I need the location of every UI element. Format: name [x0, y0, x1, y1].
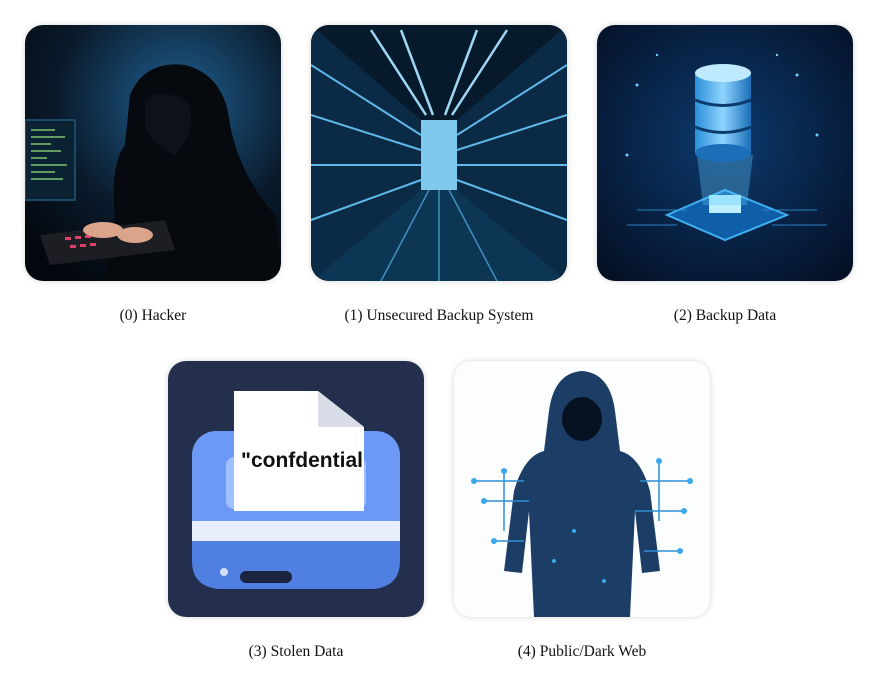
database-icon — [597, 25, 853, 281]
stolen-data-image: "confdential — [168, 361, 424, 617]
document-text: "confdential — [241, 449, 363, 472]
server-corridor-icon — [311, 25, 567, 281]
drive-document-icon: "confdential — [168, 361, 424, 617]
dark-web-image — [454, 361, 710, 617]
server-corridor-image — [311, 25, 567, 281]
caption-backup-data: (2) Backup Data — [673, 307, 777, 324]
hacker-image — [25, 25, 281, 281]
digital-figure-icon — [454, 361, 710, 617]
caption-public-dark-web: (4) Public/Dark Web — [517, 643, 647, 660]
backup-data-image — [597, 25, 853, 281]
caption-hacker: (0) Hacker — [119, 307, 187, 324]
caption-stolen-data: (3) Stolen Data — [248, 643, 344, 660]
caption-unsecured-backup-system: (1) Unsecured Backup System — [344, 307, 534, 324]
hacker-icon — [25, 25, 281, 281]
